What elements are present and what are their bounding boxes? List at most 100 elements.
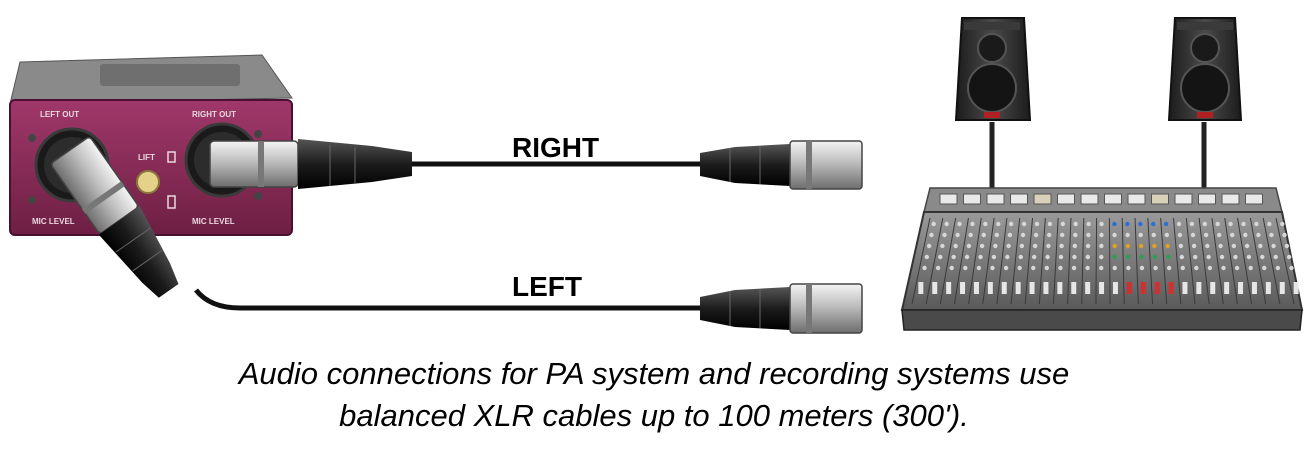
mixer-knob[interactable] (1033, 232, 1039, 238)
mixer-knob[interactable] (1073, 221, 1078, 227)
mixer-knob[interactable] (1058, 254, 1064, 260)
mixer-knob[interactable] (1073, 232, 1078, 238)
mixer-knob[interactable] (1218, 243, 1223, 249)
mixer-fader[interactable] (918, 282, 924, 294)
mixer-knob[interactable] (1244, 243, 1250, 249)
mixer-knob[interactable] (1072, 254, 1077, 260)
mixer-knob[interactable] (1205, 243, 1210, 249)
mixer-fader[interactable] (1293, 282, 1299, 294)
mixer-knob[interactable] (1241, 221, 1246, 227)
mixer-knob[interactable] (1021, 221, 1027, 227)
mixer-knob[interactable] (1246, 254, 1252, 260)
mixer-fader[interactable] (1099, 282, 1105, 294)
mixer-knob[interactable] (951, 254, 956, 260)
mixer-knob[interactable] (1207, 265, 1213, 271)
mixer-knob[interactable] (1125, 243, 1131, 249)
mixer-knob[interactable] (1085, 243, 1091, 249)
mixer-knob[interactable] (1059, 243, 1064, 249)
mixer-knob[interactable] (1254, 221, 1259, 227)
mixer-knob[interactable] (1191, 243, 1197, 249)
mixer-knob[interactable] (922, 265, 927, 271)
mixer-knob[interactable] (1017, 265, 1022, 271)
mixer-knob[interactable] (1046, 243, 1051, 249)
mixer-fader[interactable] (1238, 282, 1244, 294)
mixer-knob[interactable] (940, 243, 945, 249)
mixer-knob[interactable] (1099, 254, 1104, 260)
mixer-knob[interactable] (978, 254, 983, 260)
mixer-knob[interactable] (1189, 221, 1195, 227)
mixer-knob[interactable] (968, 232, 973, 238)
mixer-fader[interactable] (1015, 282, 1021, 294)
mixer-knob[interactable] (991, 254, 997, 260)
mixer-knob[interactable] (1179, 254, 1185, 260)
mixer-knob[interactable] (966, 243, 972, 249)
mixer-knob[interactable] (1138, 232, 1143, 238)
mixer-fader[interactable] (1265, 282, 1271, 294)
mixer-fader[interactable] (1251, 282, 1257, 294)
mixer-knob[interactable] (1165, 243, 1170, 249)
mixer-knob[interactable] (1258, 243, 1263, 249)
mixer-fader[interactable] (946, 282, 952, 294)
mixer-knob[interactable] (1086, 232, 1091, 238)
mixer-knob[interactable] (1099, 221, 1104, 227)
mixer-fader[interactable] (1029, 282, 1035, 294)
mixer-fader[interactable] (1196, 282, 1202, 294)
mixer-knob[interactable] (1284, 243, 1290, 249)
mixer-knob[interactable] (990, 265, 995, 271)
mixer-knob[interactable] (1166, 265, 1172, 271)
mixer-knob[interactable] (1260, 254, 1265, 260)
mixer-knob[interactable] (1085, 254, 1091, 260)
mixer-knob[interactable] (953, 243, 958, 249)
mixer-knob[interactable] (981, 232, 986, 238)
mixer-knob[interactable] (1152, 243, 1157, 249)
mixer-knob[interactable] (1139, 265, 1145, 271)
mixer-knob[interactable] (1020, 232, 1026, 238)
mixer-knob[interactable] (979, 243, 985, 249)
mixer-knob[interactable] (1045, 254, 1050, 260)
mixer-knob[interactable] (1203, 232, 1209, 238)
mixer-knob[interactable] (1018, 254, 1023, 260)
mixer-knob[interactable] (1125, 221, 1130, 227)
mixer-knob[interactable] (1221, 265, 1226, 271)
mixer-knob[interactable] (1006, 243, 1011, 249)
mixer-knob[interactable] (1085, 265, 1090, 271)
mixer-knob[interactable] (1256, 232, 1261, 238)
mixer-knob[interactable] (1177, 232, 1183, 238)
mixer-knob[interactable] (1180, 265, 1185, 271)
mixer-knob[interactable] (942, 232, 947, 238)
mixer-knob[interactable] (1152, 254, 1158, 260)
mixer-knob[interactable] (1206, 254, 1211, 260)
mixer-knob[interactable] (1046, 232, 1052, 238)
mixer-fader[interactable] (1224, 282, 1230, 294)
mixer-knob[interactable] (1138, 221, 1143, 227)
mixer-fader[interactable] (1001, 282, 1007, 294)
mixer-fader[interactable] (1043, 282, 1049, 294)
mixer-knob[interactable] (957, 221, 962, 227)
mixer-fader[interactable] (1168, 282, 1174, 294)
mixer-knob[interactable] (1071, 265, 1077, 271)
mixer-fader[interactable] (1154, 282, 1160, 294)
mixer-knob[interactable] (1139, 254, 1144, 260)
mixer-knob[interactable] (938, 254, 943, 260)
mixer-knob[interactable] (1044, 265, 1050, 271)
mixer-knob[interactable] (955, 232, 960, 238)
mixer-knob[interactable] (1234, 265, 1240, 271)
mixer-knob[interactable] (1262, 265, 1267, 271)
mixer-fader[interactable] (1071, 282, 1077, 294)
mixer-knob[interactable] (1072, 243, 1078, 249)
mixer-knob[interactable] (944, 221, 949, 227)
mixer-knob[interactable] (1151, 232, 1156, 238)
mixer-knob[interactable] (1112, 265, 1117, 271)
mixer-knob[interactable] (1008, 221, 1014, 227)
mixer-knob[interactable] (976, 265, 982, 271)
mixer-knob[interactable] (1273, 254, 1278, 260)
mixer-knob[interactable] (1202, 221, 1208, 227)
mixer-fader[interactable] (973, 282, 979, 294)
ground-lift-switch[interactable] (136, 170, 160, 194)
mixer-fader[interactable] (1057, 282, 1063, 294)
mixer-knob[interactable] (1034, 221, 1040, 227)
mixer-knob[interactable] (1125, 254, 1131, 260)
mixer-knob[interactable] (1231, 243, 1237, 249)
mixer-fader[interactable] (1182, 282, 1188, 294)
mixer-knob[interactable] (1282, 232, 1287, 238)
